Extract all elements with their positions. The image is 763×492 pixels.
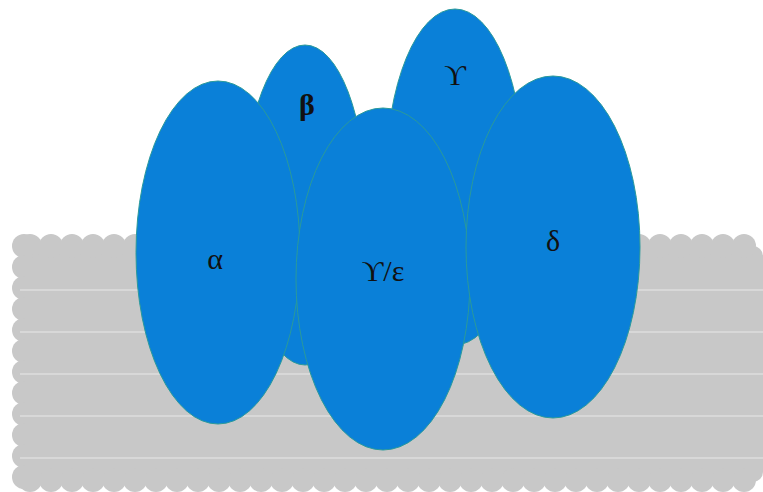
subunit-label: β [245, 88, 369, 121]
subunit-label: ϒ/ε [295, 254, 471, 287]
delta-subunit: δ [465, 75, 641, 419]
subunit-label: δ [465, 224, 641, 257]
gamma-epsilon-subunit: ϒ/ε [295, 107, 471, 451]
alpha-subunit: α [135, 80, 301, 425]
subunit-label: α [132, 242, 298, 275]
subunit-label: ϒ [385, 58, 525, 91]
